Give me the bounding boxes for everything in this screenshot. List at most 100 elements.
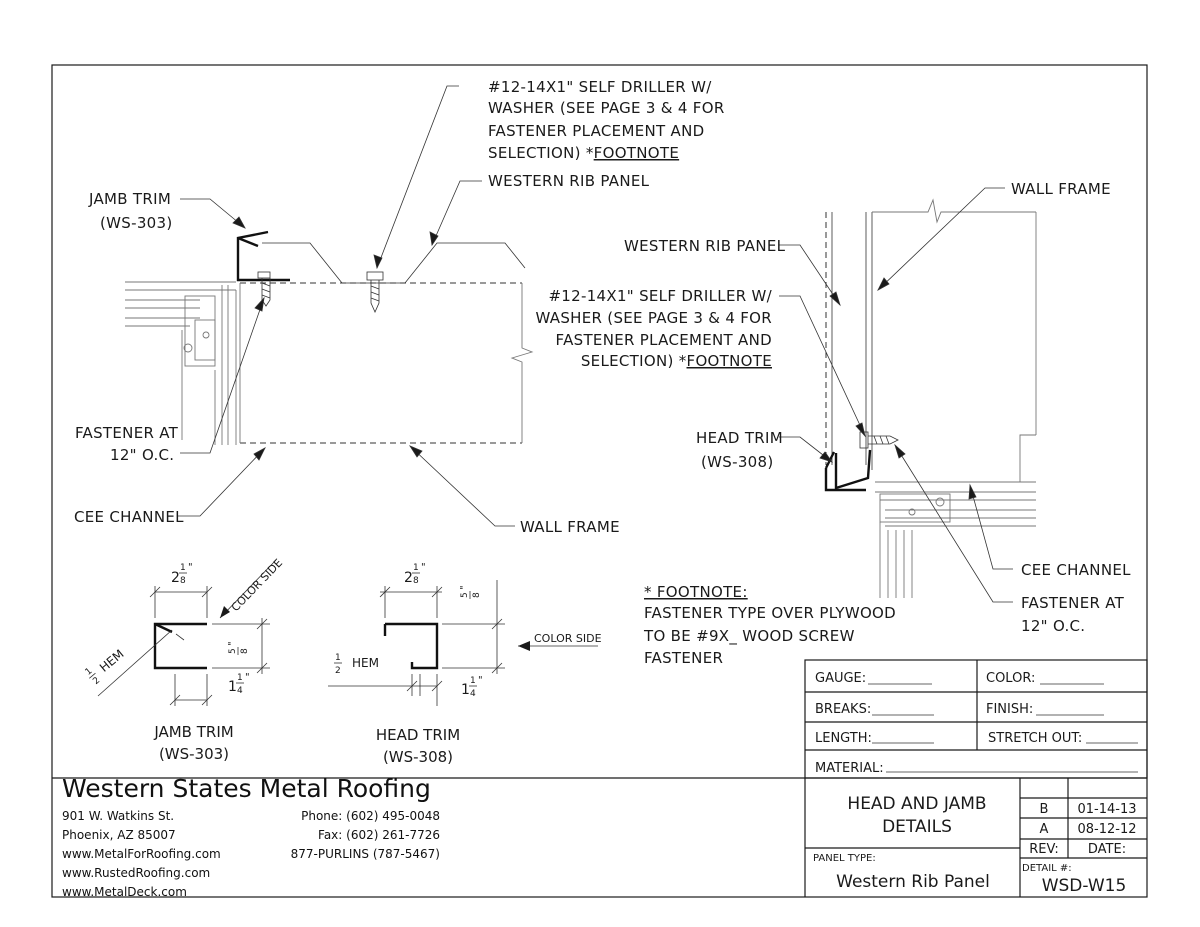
company-name: Western States Metal Roofing	[62, 774, 431, 803]
color-label: COLOR:	[986, 671, 1035, 686]
detail-number-value: WSD-W15	[1042, 876, 1127, 896]
right-fastener-at-label: FASTENER AT	[1021, 594, 1125, 612]
jamb-trim-dimensions: 2 1 8 " 5 8 " 1 1 4 " 1 2 HEM COLOR SIDE…	[84, 556, 285, 763]
purlins-number: 877-PURLINS (787-5467)	[290, 847, 440, 861]
head-width-den: 8	[413, 576, 419, 586]
right-head-trim-label: HEAD TRIM	[696, 429, 783, 447]
jamb-leg-inch: "	[245, 672, 250, 683]
sheet-border	[51, 64, 1148, 898]
right-fastener-line-1: #12-14X1" SELF DRILLER W/	[548, 287, 772, 305]
website-rustedroofing[interactable]: www.RustedRoofing.com	[62, 866, 211, 880]
drawing-title-line-2: DETAILS	[882, 817, 952, 837]
top-fastener-line-4: SELECTION) *FOOTNOTE	[488, 144, 679, 162]
left-wall-frame-label: WALL FRAME	[520, 518, 620, 536]
top-fastener-line-2: WASHER (SEE PAGE 3 & 4 FOR	[488, 99, 725, 117]
spec-labels: GAUGE: COLOR: BREAKS: FINISH: LENGTH: ST…	[815, 671, 1082, 776]
head-trim-dimensions: 2 1 8 " 5 8 " 1 1 4 " 1 2 HEM COLOR SIDE…	[334, 562, 602, 766]
company-address: 901 W. Watkins St. Phoenix, AZ 85007 www…	[62, 807, 221, 902]
jamb-leg-whole: 1	[228, 679, 237, 695]
head-leg-den: 4	[470, 689, 476, 699]
jamb-width-whole: 2	[171, 570, 180, 586]
jamb-trim-profile	[97, 559, 277, 706]
head-hem-text: HEM	[352, 656, 379, 670]
footnote-line-1: FASTENER TYPE OVER PLYWOOD	[644, 604, 896, 622]
jamb-height-num: 5	[228, 648, 238, 654]
jamb-hem-num: 1	[84, 666, 95, 677]
top-fastener-line-1: #12-14X1" SELF DRILLER W/	[488, 78, 712, 96]
head-color-side: COLOR SIDE	[534, 632, 602, 645]
spec-blanks	[868, 683, 1138, 773]
head-width-inch: "	[421, 562, 426, 573]
right-cee-channel-label: CEE CHANNEL	[1021, 561, 1131, 579]
length-label: LENGTH:	[815, 731, 872, 746]
detail-number-label: DETAIL #:	[1022, 863, 1072, 874]
panel-type-label: PANEL TYPE:	[813, 853, 876, 864]
jamb-section-detail	[125, 230, 534, 445]
jamb-hem-frac-bar	[89, 672, 96, 679]
head-height-inch: "	[459, 585, 470, 590]
top-fastener-footnote: FOOTNOTE	[594, 144, 679, 162]
right-fastener-line-4-text: SELECTION) *	[581, 352, 687, 370]
jamb-trim-title: JAMB TRIM	[153, 723, 233, 741]
jamb-height-den: 8	[240, 648, 250, 654]
callout-text: #12-14X1" SELF DRILLER W/ WASHER (SEE PA…	[74, 78, 1131, 667]
phone-number: Phone: (602) 495-0048	[301, 809, 440, 823]
spec-table	[804, 659, 1148, 779]
title-block-text: HEAD AND JAMB DETAILS PANEL TYPE: Wester…	[813, 794, 1137, 896]
jamb-width-inch: "	[188, 562, 193, 573]
left-western-rib-panel-label: WESTERN RIB PANEL	[488, 172, 650, 190]
head-hem-num: 1	[335, 653, 341, 663]
right-fastener-line-3: FASTENER PLACEMENT AND	[556, 331, 772, 349]
title-block	[52, 777, 1147, 897]
head-height-dim: 5 8 "	[459, 585, 482, 599]
head-width-whole: 2	[404, 570, 413, 586]
head-height-den: 8	[472, 592, 482, 598]
jamb-leg-num: 1	[237, 673, 243, 683]
website-metaldeck[interactable]: www.MetalDeck.com	[62, 885, 187, 899]
left-callout-leaders	[178, 85, 515, 527]
head-trim-title: HEAD TRIM	[376, 726, 460, 744]
date-header: DATE:	[1088, 842, 1126, 857]
right-fastener-line-4: SELECTION) *FOOTNOTE	[581, 352, 772, 370]
footnote-title: * FOOTNOTE:	[644, 583, 748, 601]
head-leg-whole: 1	[461, 682, 470, 698]
jamb-hem-text: HEM	[97, 647, 127, 675]
address-city: Phoenix, AZ 85007	[62, 828, 176, 842]
jamb-color-side: COLOR SIDE	[229, 556, 285, 614]
top-fastener-line-4-text: SELECTION) *	[488, 144, 594, 162]
right-fastener-line-2: WASHER (SEE PAGE 3 & 4 FOR	[535, 309, 772, 327]
address-street: 901 W. Watkins St.	[62, 809, 175, 823]
rev-header: REV:	[1029, 842, 1058, 857]
drawing-title-line-1: HEAD AND JAMB	[847, 794, 986, 814]
right-callout-leaders	[779, 187, 1013, 603]
left-jamb-trim-label: JAMB TRIM	[88, 190, 171, 208]
finish-label: FINISH:	[986, 702, 1033, 717]
footnote-line-3: FASTENER	[644, 649, 723, 667]
head-trim-code: (WS-308)	[383, 748, 453, 766]
head-width-num: 1	[413, 563, 419, 573]
right-western-rib-panel-label: WESTERN RIB PANEL	[624, 237, 786, 255]
jamb-height-inch: "	[227, 641, 238, 646]
footnote-line-2: TO BE #9X_ WOOD SCREW	[643, 627, 855, 646]
right-fastener-footnote: FOOTNOTE	[687, 352, 772, 370]
jamb-height-dim: 5 8 "	[227, 641, 250, 655]
jamb-trim-code: (WS-303)	[159, 745, 229, 763]
rev-a-letter: A	[1040, 822, 1049, 837]
top-fastener-line-3: FASTENER PLACEMENT AND	[488, 122, 704, 140]
jamb-hem-den: 2	[91, 676, 102, 687]
head-trim-profile	[328, 580, 598, 706]
left-fastener-spacing: 12" O.C.	[110, 446, 174, 464]
left-jamb-trim-code: (WS-303)	[100, 214, 173, 232]
rev-b-letter: B	[1040, 802, 1049, 817]
jamb-hem-label: 1 2 HEM	[84, 647, 127, 687]
head-leg-inch: "	[478, 675, 483, 686]
stretch-out-label: STRETCH OUT:	[988, 731, 1082, 746]
head-section-detail	[824, 198, 1037, 598]
jamb-width-den: 8	[180, 576, 186, 586]
breaks-label: BREAKS:	[815, 702, 871, 717]
left-cee-channel-label: CEE CHANNEL	[74, 508, 184, 526]
website-metalforroofing[interactable]: www.MetalForRoofing.com	[62, 847, 221, 861]
left-fastener-at-label: FASTENER AT	[75, 424, 179, 442]
head-height-num: 5	[460, 592, 470, 598]
fax-number: Fax: (602) 261-7726	[318, 828, 440, 842]
